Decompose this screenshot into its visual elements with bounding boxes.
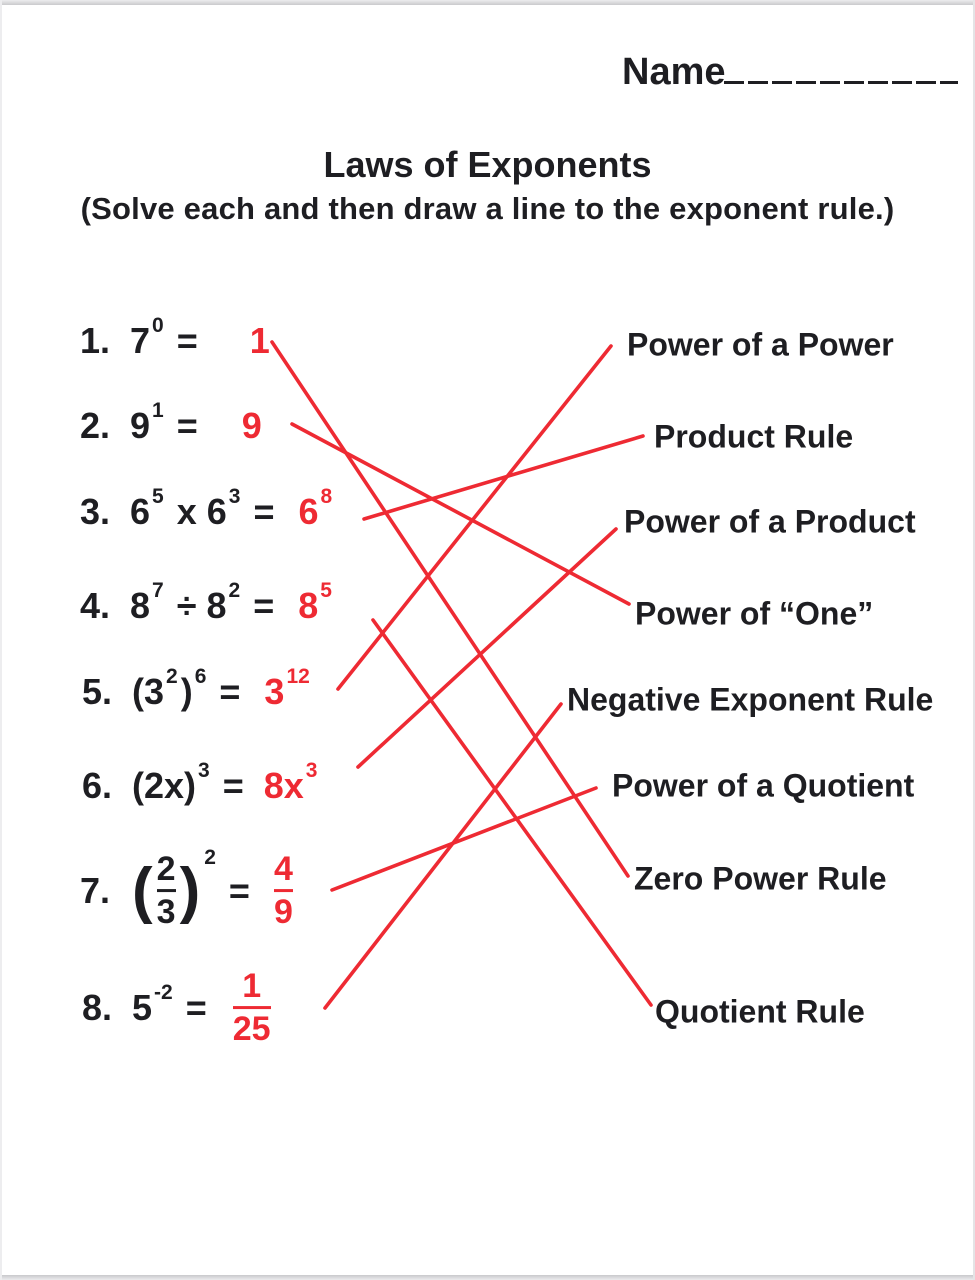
expression-token: 8 xyxy=(130,585,151,626)
expression-token: -2 xyxy=(154,981,173,1004)
answer-token[interactable]: 12 xyxy=(286,665,310,688)
answer-token[interactable]: 1 xyxy=(249,320,270,361)
expression-token: = xyxy=(175,987,217,1028)
expression-token: 1 xyxy=(152,399,164,422)
expression-token: 6 xyxy=(194,665,207,688)
rule-label[interactable]: Power of a Quotient xyxy=(612,767,915,804)
expression-token: = xyxy=(243,491,285,532)
rule-label[interactable]: Power of a Power xyxy=(627,326,894,363)
expression-token: 3 xyxy=(228,485,241,508)
expression-token: 5 xyxy=(132,987,153,1028)
connection-line xyxy=(362,434,645,521)
name-label: Name xyxy=(622,51,726,93)
answer-token[interactable]: 3 xyxy=(264,671,285,712)
page-title: Laws of Exponents xyxy=(323,144,652,185)
page-bottom-border xyxy=(2,1275,973,1280)
connection-line xyxy=(323,702,563,1010)
answer-token[interactable]: 8 xyxy=(320,485,333,508)
expression-token: ) xyxy=(179,856,201,926)
problem-number: 8. xyxy=(82,987,113,1028)
problem-number: 3. xyxy=(80,491,111,532)
page-subtitle: (Solve each and then draw a line to the … xyxy=(80,191,895,226)
connection-line xyxy=(371,618,653,1007)
expression-token: 7 xyxy=(152,579,164,602)
expression-token: ÷ xyxy=(166,585,207,626)
expression-token: (3 xyxy=(132,671,165,712)
problem-number: 4. xyxy=(80,585,111,626)
expression-token: 7 xyxy=(130,320,151,361)
rule-label[interactable]: Quotient Rule xyxy=(655,993,865,1030)
rule-label[interactable]: Negative Exponent Rule xyxy=(567,681,934,718)
expression-token: = xyxy=(212,765,254,806)
expression-token: 6 xyxy=(130,491,151,532)
answer-token[interactable]: 6 xyxy=(298,491,319,532)
name-row: Name xyxy=(622,50,958,94)
expression-token: 0 xyxy=(152,314,164,337)
answer-token[interactable]: 5 xyxy=(320,579,332,602)
rule-label[interactable]: Power of a Product xyxy=(624,503,916,540)
rule-label[interactable]: Zero Power Rule xyxy=(634,860,887,897)
expression-token: = xyxy=(209,671,251,712)
connection-line xyxy=(356,527,618,769)
answer-token[interactable]: 8 xyxy=(298,585,319,626)
expression-token: 2 xyxy=(204,846,216,869)
problem-number: 1. xyxy=(80,320,111,361)
expression-token: 3 xyxy=(198,759,210,782)
connection-line xyxy=(336,344,613,691)
expression-token: = xyxy=(166,320,208,361)
expression-token: = xyxy=(218,870,260,911)
expression-token: ( xyxy=(132,856,153,926)
problem-number: 2. xyxy=(80,405,111,446)
connection-line xyxy=(290,422,631,606)
name-line[interactable] xyxy=(723,50,958,84)
expression-token: x xyxy=(166,491,207,532)
expression-token: = xyxy=(243,585,285,626)
expression-token: 6 xyxy=(206,491,227,532)
expression-token: = xyxy=(166,405,208,446)
rule-label[interactable]: Product Rule xyxy=(654,418,854,455)
answer-token[interactable]: 9 xyxy=(241,405,262,446)
problem-number: 5. xyxy=(82,671,113,712)
expression-token: ) xyxy=(180,671,193,712)
rule-label[interactable]: Power of “One” xyxy=(635,595,874,632)
expression-token: 5 xyxy=(152,485,164,508)
expression-token: (2x) xyxy=(132,765,197,806)
answer-token[interactable]: 8x xyxy=(263,765,304,806)
expression-token: 2 xyxy=(166,665,178,688)
problem-number: 7. xyxy=(80,870,111,911)
expression-token: 8 xyxy=(206,585,227,626)
page-top-border xyxy=(2,0,973,5)
answer-token[interactable]: 3 xyxy=(305,759,318,782)
expression-token: 2 xyxy=(228,579,241,602)
expression-token: 9 xyxy=(130,405,151,446)
connection-line xyxy=(330,786,598,892)
problem-number: 6. xyxy=(82,765,113,806)
